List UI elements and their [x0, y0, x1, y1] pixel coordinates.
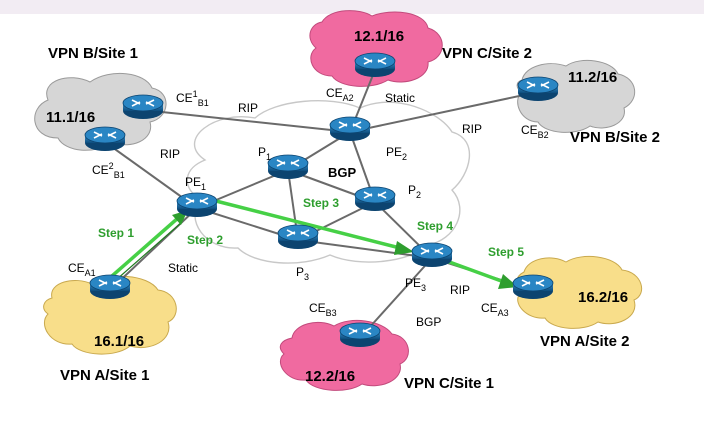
protocol-label-rip-ce1b1: RIP: [238, 101, 258, 115]
network-label-16-1: 16.1/16: [94, 333, 144, 350]
router-label-ce2-b1: CE2B1: [92, 161, 125, 180]
site-label-vpn-a-site2: VPN A/Site 2: [540, 333, 629, 350]
protocol-label-static-cea2: Static: [385, 91, 415, 105]
link-ceb2-pe2: [349, 91, 539, 133]
site-label-vpn-c-site2: VPN C/Site 2: [442, 45, 532, 62]
router-ce-b2: [517, 76, 559, 102]
protocol-label-rip-ce2b1: RIP: [160, 147, 180, 161]
router-label-p2: P2: [408, 183, 421, 200]
link-p3-pe3: [297, 239, 433, 259]
arrow-step5: [443, 258, 505, 284]
site-label-vpn-b-site1: VPN B/Site 1: [48, 45, 138, 62]
network-label-12-2: 12.2/16: [305, 368, 355, 385]
router-label-pe3: PE3: [405, 276, 426, 293]
router-pe3: [411, 242, 453, 268]
step-label-4: Step 4: [417, 219, 453, 233]
router-pe2: [329, 116, 371, 142]
protocol-label-rip-ceb2: RIP: [462, 122, 482, 136]
arrow-step1: [102, 216, 180, 285]
router-label-ce-b3: CEB3: [309, 301, 337, 318]
router-ce-a1: [89, 274, 131, 300]
router-ce-b3: [339, 322, 381, 348]
cloud-vpn-a-site2: [515, 256, 643, 329]
router-label-ce-a1: CEA1: [68, 261, 96, 278]
router-label-ce-a3: CEA3: [481, 301, 509, 318]
top-banner: [0, 0, 704, 14]
router-label-ce-b2: CEB2: [521, 123, 549, 140]
network-label-12-1: 12.1/16: [354, 28, 404, 45]
router-p3: [277, 224, 319, 250]
cloud-vpn-c-site2: [309, 10, 443, 87]
network-label-11-1: 11.1/16: [46, 109, 95, 126]
site-label-vpn-c-site1: VPN C/Site 1: [404, 375, 494, 392]
protocol-label-bgp-ceb3: BGP: [416, 315, 441, 329]
router-label-p1: P1: [258, 145, 271, 162]
router-label-pe2: PE2: [386, 145, 407, 162]
protocol-label-rip-cea3: RIP: [450, 283, 470, 297]
arrow-step3: [211, 198, 401, 250]
provider-core-cloud: [186, 100, 470, 264]
protocol-label-static-cea1: Static: [168, 261, 198, 275]
site-label-vpn-b-site2: VPN B/Site 2: [570, 129, 660, 146]
network-label-11-2: 11.2/16: [568, 69, 617, 86]
router-ce2-b1: [84, 126, 126, 152]
step-label-2: Step 2: [187, 233, 223, 247]
router-pe1: [176, 192, 218, 218]
router-ce1-b1: [122, 94, 164, 120]
router-label-ce1-b1: CE1B1: [176, 89, 209, 108]
step-label-3: Step 3: [303, 196, 339, 210]
protocol-label-bgp-core: BGP: [328, 165, 357, 180]
router-p1: [267, 154, 309, 180]
step-label-1: Step 1: [98, 226, 134, 240]
network-label-16-2: 16.2/16: [578, 289, 628, 306]
cloud-vpn-b-site1: [34, 72, 167, 151]
router-p2: [354, 186, 396, 212]
router-label-p3: P3: [296, 265, 309, 282]
step-label-5: Step 5: [488, 245, 524, 259]
router-ce-a2: [354, 52, 396, 78]
router-label-ce-a2: CEA2: [326, 86, 354, 103]
router-label-pe1: PE1: [185, 175, 206, 192]
site-label-vpn-a-site1: VPN A/Site 1: [60, 367, 149, 384]
link-ce1b1-pe2: [142, 109, 351, 133]
router-ce-a3: [512, 274, 554, 300]
